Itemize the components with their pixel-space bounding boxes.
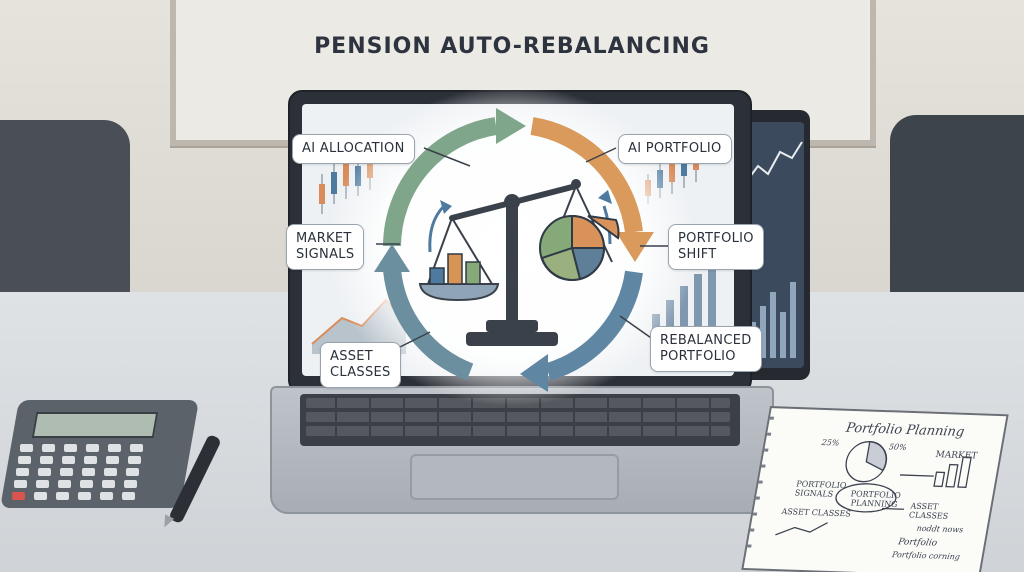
callout-asset-classes: ASSET CLASSES bbox=[320, 342, 401, 388]
calculator-key bbox=[128, 456, 141, 464]
bar-chart-icon bbox=[429, 253, 481, 285]
calculator-display bbox=[31, 412, 159, 438]
calculator-key bbox=[78, 492, 91, 500]
calculator-key bbox=[62, 456, 75, 464]
cycle-arrow-orange bbox=[530, 117, 643, 234]
notebook-percent-right: 50% bbox=[888, 442, 908, 452]
inner-arrowhead-right bbox=[598, 190, 612, 204]
calculator-key bbox=[36, 480, 49, 488]
calculator-key bbox=[126, 468, 139, 476]
calculator-key bbox=[122, 492, 135, 500]
calculator-key bbox=[104, 468, 117, 476]
calculator-key bbox=[86, 444, 99, 452]
callout-leaders bbox=[376, 147, 668, 353]
calculator-key bbox=[12, 492, 25, 500]
callout-ai-portfolio: AI PORTFOLIO bbox=[618, 134, 732, 164]
cycle-arrowhead-blue bbox=[520, 354, 548, 392]
calculator-key bbox=[40, 456, 53, 464]
calculator-key bbox=[102, 480, 115, 488]
page-title: PENSION AUTO-REBALANCING bbox=[314, 34, 710, 59]
inner-arrow-left bbox=[428, 204, 446, 253]
notebook-portfolio-signals: PORTFOLIO SIGNALS bbox=[793, 479, 848, 499]
calculator-key bbox=[34, 492, 47, 500]
calculator-key bbox=[38, 468, 51, 476]
notebook-note-2: Portfolio bbox=[897, 537, 938, 549]
calculator-key bbox=[100, 492, 113, 500]
cycle-arrow-teal bbox=[383, 268, 474, 381]
calculator-key bbox=[16, 468, 29, 476]
pie-chart-icon bbox=[539, 214, 620, 281]
laptop-keyboard bbox=[300, 394, 740, 446]
calculator-key bbox=[18, 456, 31, 464]
calculator-key bbox=[130, 444, 143, 452]
callout-portfolio-shift: PORTFOLIO SHIFT bbox=[668, 224, 764, 270]
calculator-key bbox=[42, 444, 55, 452]
cycle-arrowhead-green bbox=[496, 108, 526, 144]
notebook-portfolio-planning: PORTFOLIO PLANNING bbox=[849, 489, 902, 509]
notebook-asset-classes-right: ASSET CLASSES bbox=[908, 501, 949, 521]
scale-icon bbox=[418, 179, 613, 346]
calculator-key bbox=[124, 480, 137, 488]
inner-arrowhead-left bbox=[440, 200, 452, 214]
calculator-key bbox=[84, 456, 97, 464]
calculator-key bbox=[64, 444, 77, 452]
calculator-key bbox=[80, 480, 93, 488]
calculator-key bbox=[14, 480, 27, 488]
cycle-arrowhead-orange bbox=[616, 232, 654, 262]
calculator-key bbox=[56, 492, 69, 500]
calculator-key bbox=[58, 480, 71, 488]
cycle-arrowhead-teal bbox=[374, 244, 410, 272]
notebook-market: MARKET bbox=[934, 450, 978, 462]
calculator-key bbox=[60, 468, 73, 476]
callout-rebalanced-portfolio: REBALANCED PORTFOLIO bbox=[650, 326, 762, 372]
laptop-trackpad bbox=[410, 454, 619, 500]
office-chair-right bbox=[890, 115, 1024, 325]
notebook-note-1: noddt nows bbox=[915, 523, 965, 535]
office-chair-left bbox=[0, 120, 130, 320]
callout-ai-allocation: AI ALLOCATION bbox=[292, 134, 415, 164]
notebook-percent-left: 25% bbox=[820, 438, 841, 448]
callout-market-signals: MARKET SIGNALS bbox=[286, 224, 365, 270]
calculator-key bbox=[20, 444, 33, 452]
calculator-key bbox=[82, 468, 95, 476]
calculator-key bbox=[108, 444, 121, 452]
notebook-icon: Portfolio Planning 25% 50% MARKET PORTFO… bbox=[741, 406, 1009, 572]
calculator-key bbox=[106, 456, 119, 464]
cycle-arrow-green bbox=[383, 117, 498, 247]
cycle-arrow-blue bbox=[545, 270, 643, 381]
